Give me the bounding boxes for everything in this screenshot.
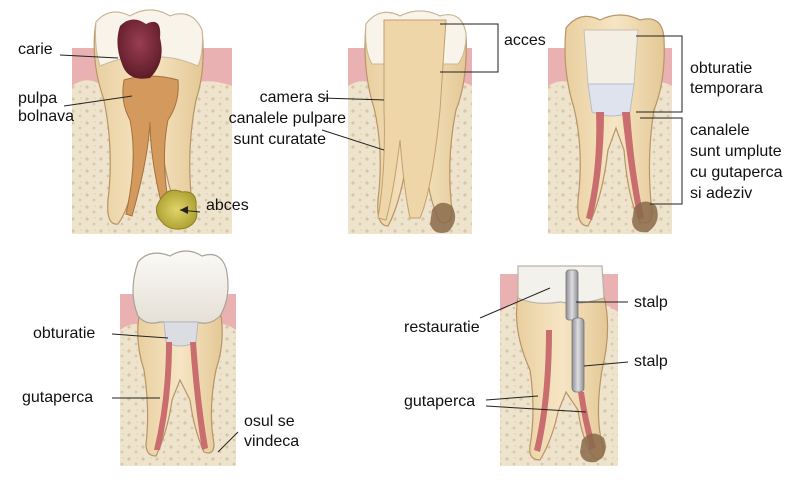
gutta-percha: [154, 342, 172, 450]
cotton-pellet: [587, 83, 635, 117]
label-abces: abces: [206, 197, 249, 214]
label-obturatie: obturatie: [33, 325, 96, 342]
diseased-pulp: [122, 75, 179, 217]
label-sunt-curatate: sunt curatate: [233, 131, 327, 148]
periapical-lesion: [580, 433, 606, 463]
label-obturatie: obturatie: [690, 60, 753, 77]
leader-gutaperca: [485, 395, 539, 401]
label-stalp-1: stalp: [634, 294, 668, 311]
leader-carie: [59, 54, 119, 59]
gutta-percha: [190, 342, 208, 450]
access-opening: [377, 19, 447, 221]
label-pulpa: pulpa: [18, 90, 58, 107]
label-si-adeziv: si adeziv: [690, 185, 753, 202]
label-stalp-2: stalp: [634, 353, 668, 370]
panel-2-cleaning: [321, 10, 499, 234]
leader-os: [217, 431, 239, 453]
label-osul-se: osul se: [244, 413, 295, 430]
root-filling-gutta: [622, 112, 644, 220]
restoration: [517, 265, 605, 304]
label-vindeca: vindeca: [244, 433, 300, 450]
panel-4-crown: [111, 250, 239, 466]
leader-stalp-2: [583, 361, 629, 367]
arrowhead: [180, 206, 188, 214]
gutta-percha: [534, 330, 552, 452]
label-temporara: temporara: [690, 80, 763, 97]
crown: [132, 250, 229, 324]
label-camera-si: camera si: [259, 89, 329, 106]
leader-obturatie: [636, 35, 683, 113]
label-restauratie: restauratie: [404, 319, 480, 336]
leader-canale: [321, 129, 385, 151]
leader-camera: [321, 97, 385, 101]
panel-1-decay: [59, 9, 232, 234]
leader-acces: [440, 23, 499, 73]
temporary-filling: [583, 29, 639, 85]
leader-pulpa: [63, 95, 133, 107]
label-bolnava: bolnava: [18, 108, 75, 125]
panel-3-temporary-filling: [548, 14, 683, 234]
root-filling-gutta: [586, 112, 604, 220]
label-sunt-umplute: sunt umplute: [690, 143, 782, 160]
label-canalele-pulpare: canalele pulpare: [228, 110, 346, 127]
label-gutaperca: gutaperca: [22, 389, 94, 406]
cavity-decay: [117, 19, 162, 79]
label-carie: carie: [18, 41, 53, 58]
abscess: [156, 189, 198, 230]
post: [565, 269, 579, 321]
leader-gutaperca: [485, 405, 587, 413]
label-cu-gutaperca: cu gutaperca: [690, 164, 783, 181]
periapical-lesion: [430, 202, 456, 233]
leader-obturatie: [111, 333, 169, 339]
leader-restauratie: [479, 287, 551, 319]
leader-canalele: [640, 117, 683, 205]
post: [571, 317, 585, 393]
label-canalele: canalele: [690, 122, 750, 139]
label-acces: acces: [504, 32, 546, 49]
label-gutaperca: gutaperca: [404, 393, 476, 410]
periapical-lesion: [632, 201, 658, 233]
panel-5-post-restoration: [479, 265, 629, 466]
